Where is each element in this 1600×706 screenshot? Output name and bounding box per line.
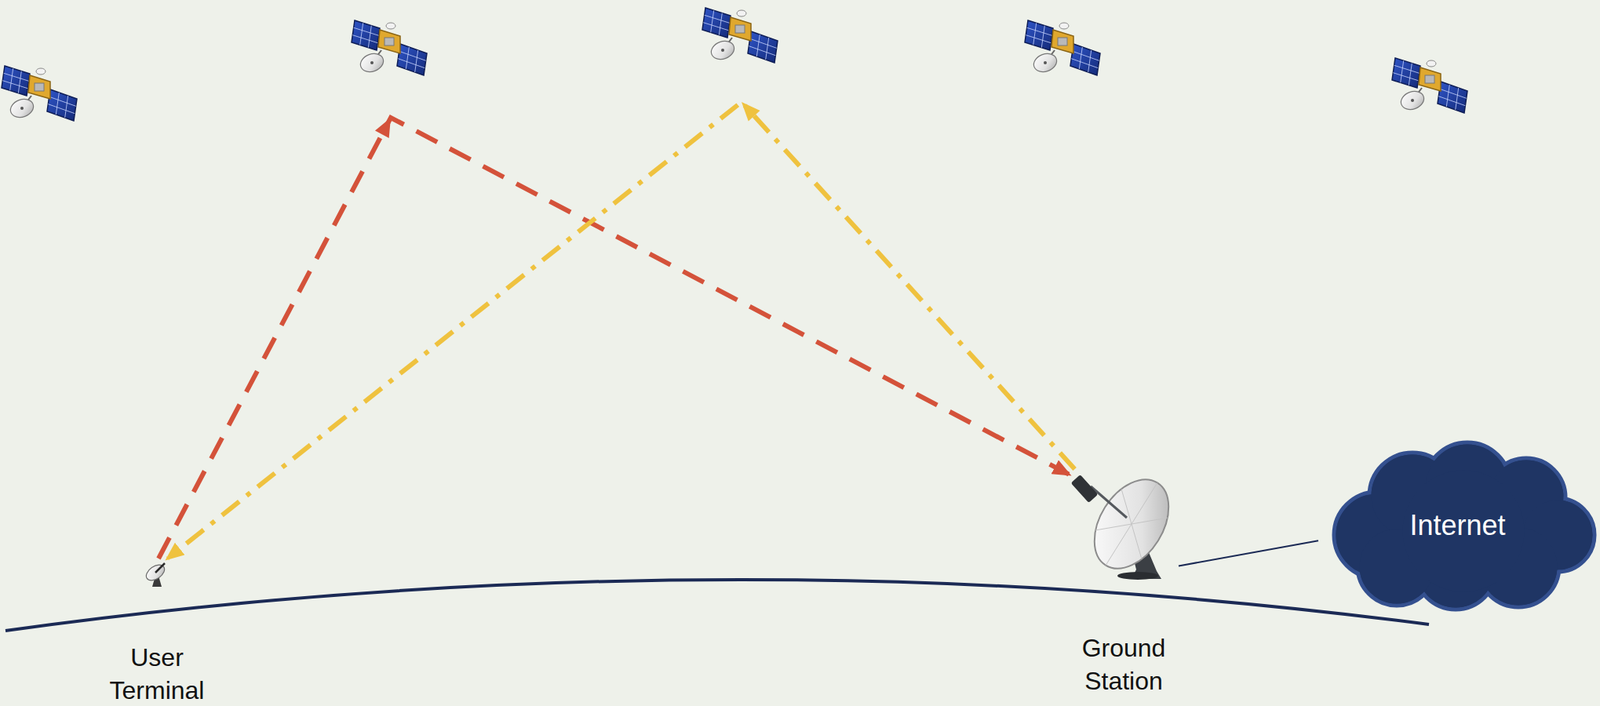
dish-base: [1117, 572, 1159, 580]
dish-rib: [1121, 488, 1132, 525]
dish-rib: [1131, 517, 1168, 525]
connector-group: [1178, 540, 1319, 566]
satellite-icon: [1024, 20, 1101, 76]
connector-group: [158, 113, 1069, 559]
dish-rib: [1131, 482, 1158, 525]
cloud-puff: [1403, 470, 1525, 593]
dish-rib: [1095, 524, 1132, 531]
dish-strut: [1090, 486, 1127, 518]
node-caption: Ground Station: [1056, 632, 1191, 698]
dish-feed: [155, 563, 165, 573]
node-caption: Internet: [1318, 441, 1597, 611]
dish-outline: [1068, 469, 1179, 580]
dish-outline: [141, 558, 173, 589]
dish-feed-horn: [1071, 474, 1099, 503]
satellite-icon: [1392, 58, 1468, 113]
bend-arrowhead: [736, 96, 761, 121]
node-label: Ground Station: [1056, 632, 1191, 698]
node-label: Internet: [1409, 509, 1506, 543]
bend-arrowhead: [375, 113, 398, 139]
dish-rib: [1131, 524, 1142, 560]
dish-reflector: [143, 561, 168, 584]
dish-reflector: [1078, 466, 1185, 583]
satellite-icon: [351, 20, 427, 76]
internet-cloud: Internet: [1318, 441, 1597, 611]
network-link: [1178, 540, 1319, 566]
user-terminal-dish: User Terminal: [141, 558, 173, 589]
connector-group: [167, 96, 1076, 559]
ground-station-dish: Ground Station: [1068, 469, 1179, 580]
node-label: User Terminal: [94, 641, 220, 706]
earth-surface: [5, 579, 1429, 631]
dish-rib: [1105, 524, 1132, 566]
satellite-icon: [1, 65, 77, 121]
downlink-arrow: [167, 102, 1076, 559]
satellite-icon: [702, 7, 778, 63]
uplink-arrow: [158, 117, 1069, 559]
node-caption: User Terminal: [94, 641, 220, 706]
